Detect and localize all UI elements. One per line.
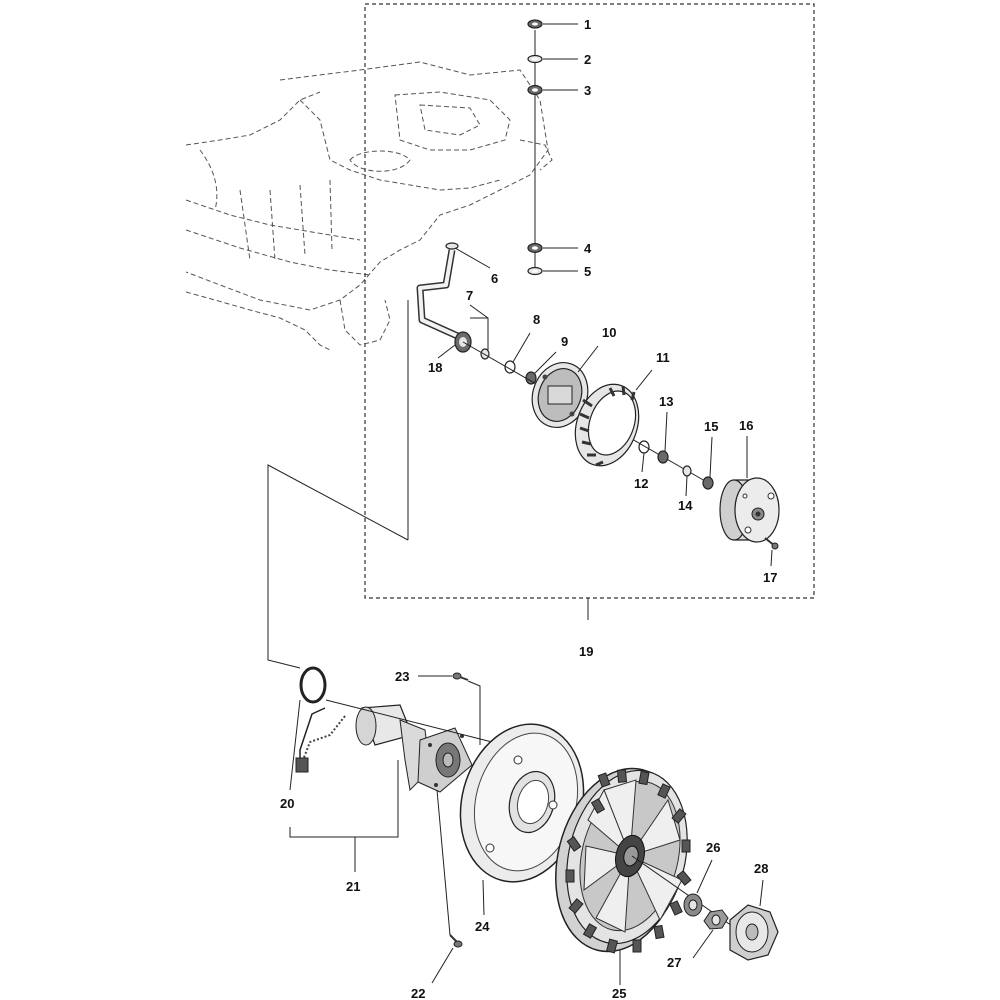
leader-6 <box>454 247 491 269</box>
leader-8 <box>512 332 531 363</box>
part-28-hub-cover <box>729 904 779 961</box>
part-1-washer <box>527 19 543 29</box>
part-26-washer <box>683 893 703 917</box>
part-12-ring <box>638 440 650 454</box>
leader-15 <box>709 436 713 478</box>
callout-13: 13 <box>659 394 673 409</box>
wheel-assembly-boundary <box>364 3 815 599</box>
callout-3: 3 <box>584 83 591 98</box>
leader-22-path <box>436 789 451 936</box>
callout-11: 11 <box>656 350 670 365</box>
callout-14: 14 <box>678 498 693 513</box>
leader-28 <box>759 879 764 907</box>
leader-20 <box>289 699 301 791</box>
motor-axis-line <box>325 699 493 743</box>
leader-14 <box>685 475 688 497</box>
connection-leader-chassis-motor <box>267 464 409 669</box>
part-8-washer <box>480 348 490 360</box>
callout-9: 9 <box>561 334 568 349</box>
callout-labels: 1 2 3 4 5 6 7 8 9 10 11 12 13 14 15 16 1… <box>280 17 777 1000</box>
part-8-ring <box>504 360 516 374</box>
callout-7: 7 <box>466 288 473 303</box>
part-3-bearing <box>527 84 543 96</box>
part-21-motor <box>295 704 473 793</box>
part-14-washer <box>682 465 692 477</box>
callout-10: 10 <box>602 325 616 340</box>
part-2-washer <box>527 54 543 64</box>
callout-6: 6 <box>491 271 498 286</box>
callout-20: 20 <box>280 796 294 811</box>
part-7-crank-axle <box>416 249 464 342</box>
leader-27 <box>692 929 714 959</box>
leader-18 <box>437 344 456 359</box>
part-5-washer <box>527 266 543 276</box>
callout-16: 16 <box>739 418 753 433</box>
leader-22 <box>431 947 454 984</box>
part-11-gear-ring <box>574 383 640 467</box>
part-4-bearing <box>527 242 543 254</box>
part-16-hub-cap <box>719 477 780 543</box>
part-13-bearing <box>657 450 669 464</box>
leader-11 <box>635 369 653 391</box>
callout-21: 21 <box>346 879 360 894</box>
callout-28: 28 <box>754 861 768 876</box>
callout-12: 12 <box>634 476 648 491</box>
leader-26 <box>696 859 713 894</box>
callout-2: 2 <box>584 52 591 67</box>
callout-22: 22 <box>411 986 425 1000</box>
callout-8: 8 <box>533 312 540 327</box>
part-25-drive-wheel <box>555 767 692 954</box>
chassis-ghost-outline <box>185 61 553 351</box>
part-6-washer <box>445 242 459 250</box>
leader-7 <box>469 304 489 350</box>
callout-17: 17 <box>763 570 777 585</box>
part-17-screw <box>764 537 779 550</box>
leader-24 <box>482 879 485 916</box>
leader-23-path <box>467 680 481 745</box>
leader-17 <box>770 549 773 567</box>
callout-24: 24 <box>475 919 490 934</box>
callout-15: 15 <box>704 419 718 434</box>
leader-9 <box>533 351 557 375</box>
callout-23: 23 <box>395 669 409 684</box>
part-27-nut <box>703 909 729 930</box>
callout-1: 1 <box>584 17 591 32</box>
leader-10 <box>577 345 599 373</box>
callout-4: 4 <box>584 241 592 256</box>
callout-19: 19 <box>579 644 593 659</box>
part-22-screw <box>449 934 463 948</box>
leader-13 <box>664 411 668 452</box>
leader-21-bracket <box>289 760 399 838</box>
callout-25: 25 <box>612 986 626 1000</box>
part-23-screw <box>452 672 469 681</box>
callout-5: 5 <box>584 264 591 279</box>
callout-18: 18 <box>428 360 442 375</box>
part-10-brake-disc <box>531 362 589 428</box>
callout-26: 26 <box>706 840 720 855</box>
part-24-wheel-disc <box>459 723 585 883</box>
leader-12 <box>641 452 645 473</box>
callout-27: 27 <box>667 955 681 970</box>
part-20-o-ring <box>299 666 327 704</box>
part-15-bearing <box>702 476 714 490</box>
